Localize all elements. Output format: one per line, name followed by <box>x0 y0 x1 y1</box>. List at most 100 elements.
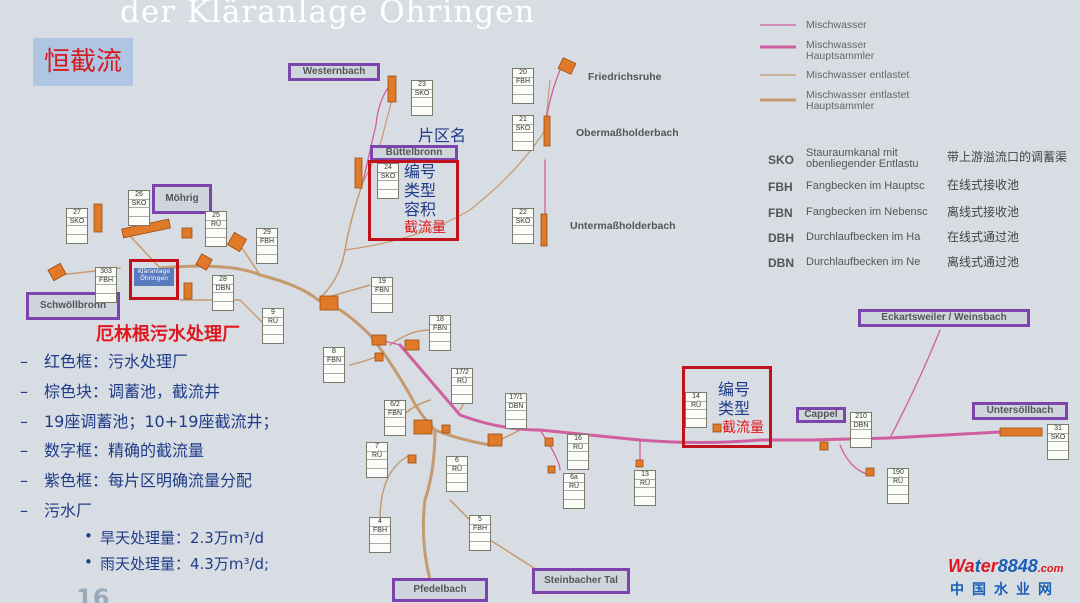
basin-card-flow <box>372 304 392 313</box>
basin-card-type: SKO <box>129 200 149 208</box>
basin-card-volume <box>851 430 871 439</box>
basin-card-volume <box>213 293 233 302</box>
basin-card-flow <box>470 542 490 551</box>
watermark-logo: Water8848.com <box>948 556 1064 576</box>
basin-card-id: 19 <box>372 278 392 287</box>
annotation-box-1 <box>368 160 459 241</box>
basin-card-id: 210 <box>851 413 871 422</box>
basin-card-id: 26 <box>129 191 149 200</box>
basin-card-id: 22 <box>513 209 533 218</box>
abbr-de-fbn: Fangbecken im Nebensc <box>806 207 928 218</box>
abbr-code-fbn: FBN <box>768 206 793 220</box>
basin-card-flow <box>635 497 655 506</box>
basin-card-id: 17/1 <box>506 394 526 403</box>
basin-card-type: SKO <box>1048 434 1068 442</box>
abbr-de-dbh: Durchlaufbecken im Ha <box>806 232 921 243</box>
basin-card-flow <box>506 420 526 429</box>
basin-card-type: FBH <box>513 78 533 86</box>
basin-card-volume <box>568 452 588 461</box>
basin-card-volume <box>686 410 706 419</box>
basin-card-type: RÜ <box>367 452 387 460</box>
basin-card-flow <box>129 217 149 226</box>
basin-card-volume <box>447 474 467 483</box>
basin-card-volume <box>412 98 432 107</box>
basin-card-volume <box>1048 442 1068 451</box>
zone-moehrig: Möhrig <box>152 184 212 214</box>
basin-card-id: 8 <box>324 348 344 357</box>
basin-card-volume <box>452 386 472 395</box>
basin-card-id: 6 <box>447 457 467 466</box>
basin-card-type: FBN <box>385 410 405 418</box>
zone-steinbacher-tal: Steinbacher Tal <box>532 568 630 594</box>
bullet-item: –棕色块：调蓄池，截流井 <box>20 381 221 401</box>
basin-card-type: RÜ <box>635 480 655 488</box>
bullet-item: –紫色框：每片区明确流量分配 <box>20 471 253 491</box>
abbr-de-dbn: Durchlaufbecken im Ne <box>806 257 921 268</box>
basin-card-flow <box>206 238 226 247</box>
abbr-zh-fbn: 离线式接收池 <box>947 205 1020 219</box>
basin-card-volume <box>430 333 450 342</box>
legend-swatches <box>760 24 796 102</box>
basin-card-id: 7 <box>367 443 387 452</box>
basin-card-volume <box>324 365 344 374</box>
basin-card-flow <box>96 294 116 303</box>
abbr-de-fbh: Fangbecken im Hauptsc <box>806 181 925 192</box>
basin-card-id: 13 <box>635 471 655 480</box>
basin-card-flow <box>67 235 87 244</box>
abbr-zh-dbn: 离线式通过池 <box>947 255 1020 269</box>
basin-card-flow <box>513 95 533 104</box>
zone-pfedelbach: Pfedelbach <box>392 578 488 602</box>
plant-symbol: Kläranlage Öhringen <box>134 268 174 286</box>
label-untermassholderbach: Untermaßholderbach <box>570 220 676 232</box>
basin-card-type: RÜ <box>564 483 584 491</box>
basin-card-volume <box>506 411 526 420</box>
basin-card-type: RÜ <box>686 402 706 410</box>
basin-card-flow <box>513 235 533 244</box>
basin-card-flow <box>452 395 472 404</box>
basin-card-volume <box>206 229 226 238</box>
abbr-code-fbh: FBH <box>768 180 793 194</box>
basin-card-type: RÜ <box>206 221 226 229</box>
annotation-box-2 <box>682 366 772 448</box>
page-number: 16 <box>76 584 110 603</box>
basin-card-type: SKO <box>513 125 533 133</box>
annotation-box-1-text: 编号 类型 容积 截流量 <box>404 162 446 236</box>
basin-card-id: 27 <box>67 209 87 218</box>
basin-card-volume <box>378 181 398 190</box>
basin-card-id: 6a <box>564 474 584 483</box>
basin-card-volume <box>367 460 387 469</box>
basin-card-type: FBN <box>372 287 392 295</box>
basin-card-id: 28 <box>213 276 233 285</box>
watermark-cn: 中国水业网 <box>950 582 1060 598</box>
basin-card-id: 21 <box>513 116 533 125</box>
annotation-box-2-flow: 截流量 <box>722 420 764 436</box>
basin-card-type: RÜ <box>263 318 283 326</box>
basin-card-flow <box>564 500 584 509</box>
abbr-zh-dbh: 在线式通过池 <box>947 230 1020 244</box>
basin-card-id: 303 <box>96 268 116 277</box>
basin-card-type: FBH <box>370 527 390 535</box>
bullet-list: –红色框：污水处理厂 –棕色块：调蓄池，截流井 –19座调蓄池；10+19座截流… <box>20 348 279 579</box>
basin-card-flow <box>370 544 390 553</box>
basin-card-volume <box>385 418 405 427</box>
basin-card-volume <box>513 86 533 95</box>
